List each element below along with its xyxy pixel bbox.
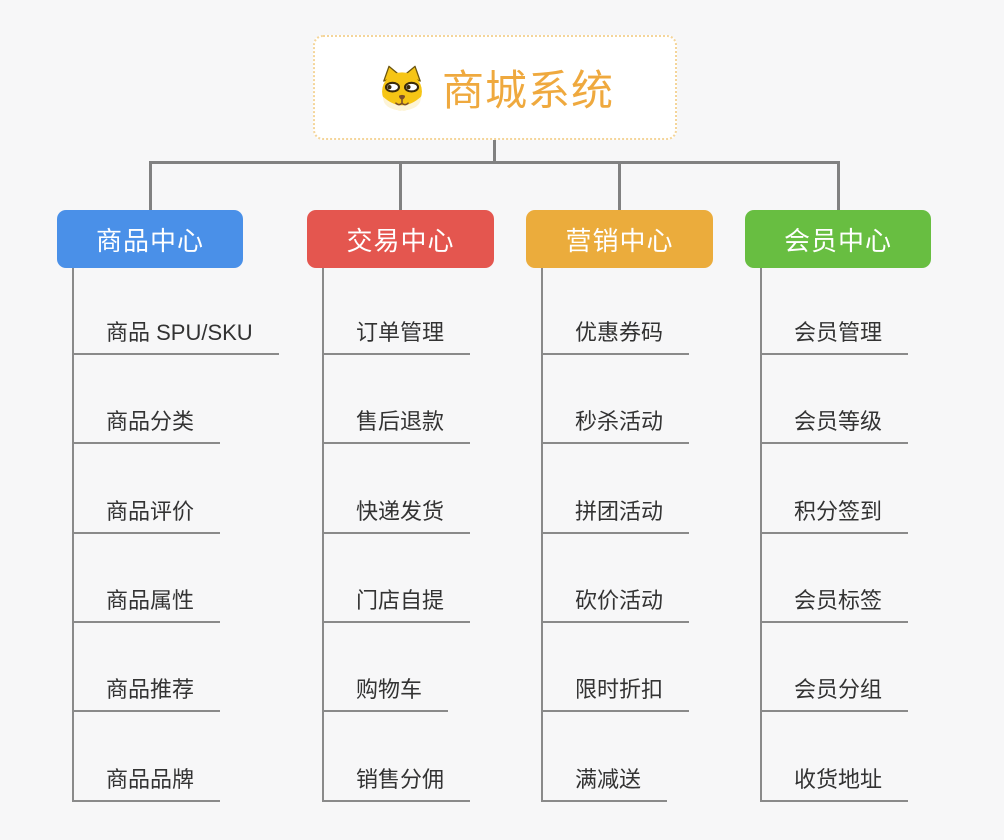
connector-drop-product [149,161,152,210]
connector-drop-marketing [618,161,621,210]
connector-horizontal-bar [149,161,839,164]
leaf-node[interactable]: 满减送 [541,768,668,802]
leaf-node[interactable]: 会员等级 [760,410,909,444]
leaf-node[interactable]: 订单管理 [322,321,471,355]
branch-vline-trade [322,268,324,802]
leaf-node[interactable]: 优惠券码 [541,321,690,355]
root-node[interactable]: 商城系统 [313,35,677,140]
leaf-node[interactable]: 秒杀活动 [541,410,690,444]
branch-node-member-center[interactable]: 会员中心 [745,210,931,268]
leaf-node[interactable]: 购物车 [322,678,449,712]
leaf-node[interactable]: 收货地址 [760,768,909,802]
connector-drop-trade [399,161,402,210]
leaf-node[interactable]: 商品分类 [72,410,221,444]
leaf-node[interactable]: 砍价活动 [541,589,690,623]
leaf-node[interactable]: 拼团活动 [541,500,690,534]
connector-root-stub [493,140,496,163]
leaf-node[interactable]: 商品推荐 [72,678,221,712]
branch-vline-product [72,268,74,802]
connector-drop-member [837,161,840,210]
leaf-node[interactable]: 快递发货 [322,500,471,534]
root-title: 商城系统 [441,67,614,114]
leaf-node[interactable]: 商品评价 [72,500,221,534]
leaf-node[interactable]: 商品属性 [72,589,221,623]
leaf-node[interactable]: 门店自提 [322,589,471,623]
leaf-node[interactable]: 会员管理 [760,321,909,355]
branch-vline-member [760,268,762,802]
leaf-node[interactable]: 售后退款 [322,410,471,444]
branch-vline-marketing [541,268,543,802]
leaf-node[interactable]: 积分签到 [760,500,909,534]
branch-node-trade-center[interactable]: 交易中心 [307,210,494,268]
leaf-node[interactable]: 会员标签 [760,589,909,623]
leaf-node[interactable]: 销售分佣 [322,768,471,802]
dog-icon [376,63,428,113]
leaf-node[interactable]: 商品品牌 [72,768,221,802]
leaf-node[interactable]: 限时折扣 [541,678,690,712]
branch-node-product-center[interactable]: 商品中心 [57,210,243,268]
leaf-node[interactable]: 会员分组 [760,678,909,712]
branch-node-marketing-center[interactable]: 营销中心 [526,210,713,268]
leaf-node[interactable]: 商品 SPU/SKU [72,321,279,355]
